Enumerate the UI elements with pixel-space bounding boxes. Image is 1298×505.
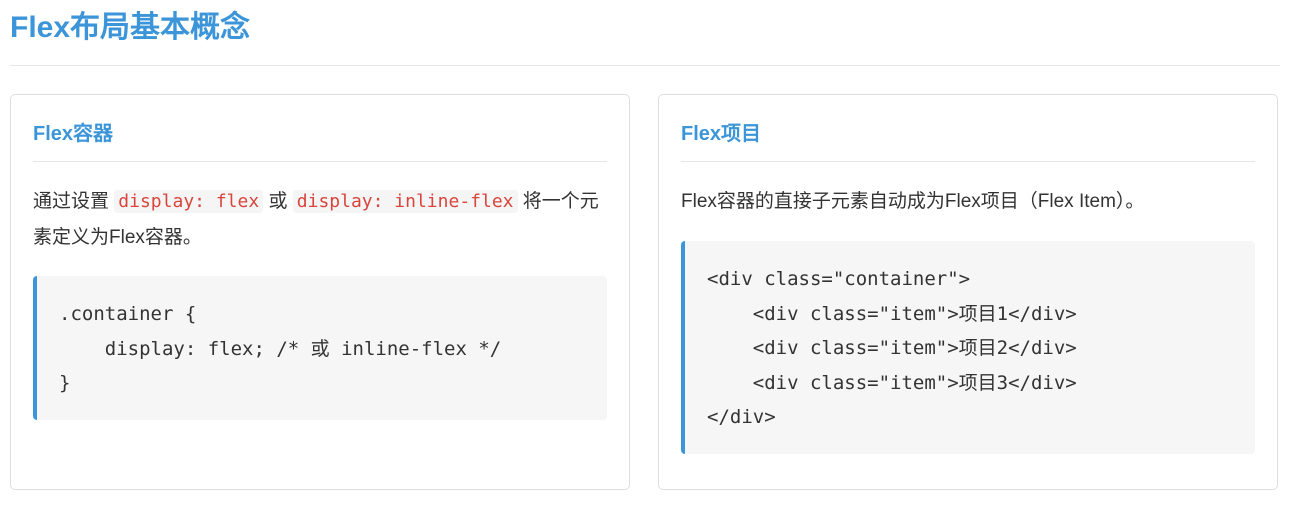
code-line: <div class="container"> xyxy=(707,268,971,290)
flex-container-card: Flex容器 通过设置 display: flex 或 display: inl… xyxy=(10,94,630,490)
inline-code-display-flex: display: flex xyxy=(114,190,264,213)
code-block: .container { display: flex; /* 或 inline-… xyxy=(33,276,607,420)
code-line: <div class="item">项目3</div> xyxy=(707,371,1077,394)
description-text: 通过设置 xyxy=(33,191,110,212)
inline-code-display-inline-flex: display: inline-flex xyxy=(292,190,518,213)
page-title: Flex布局基本概念 xyxy=(10,11,251,44)
card-description: Flex容器的直接子元素自动成为Flex项目（Flex Item）。 xyxy=(681,191,1145,212)
code-line: .container { xyxy=(59,303,197,325)
code-line: } xyxy=(59,372,71,394)
card-description: 通过设置 display: flex 或 display: inline-fle… xyxy=(33,184,607,256)
code-line: <div class="item">项目1</div> xyxy=(707,302,1077,325)
description-text: 或 xyxy=(268,191,288,212)
code-line: <div class="item">项目2</div> xyxy=(707,337,1077,359)
code-line: </div> xyxy=(707,406,776,428)
card-title: Flex容器 xyxy=(33,95,607,162)
code-block: <div class="container"> <div class="item… xyxy=(681,241,1255,454)
flex-item-card: Flex项目 Flex容器的直接子元素自动成为Flex项目（Flex Item）… xyxy=(658,94,1278,490)
title-divider xyxy=(10,65,1280,66)
card-title: Flex项目 xyxy=(681,95,1255,162)
description-text: 将一个元素定义为Flex容器。 xyxy=(33,191,599,248)
code-line: display: flex; /* 或 inline-flex */ xyxy=(59,337,502,360)
